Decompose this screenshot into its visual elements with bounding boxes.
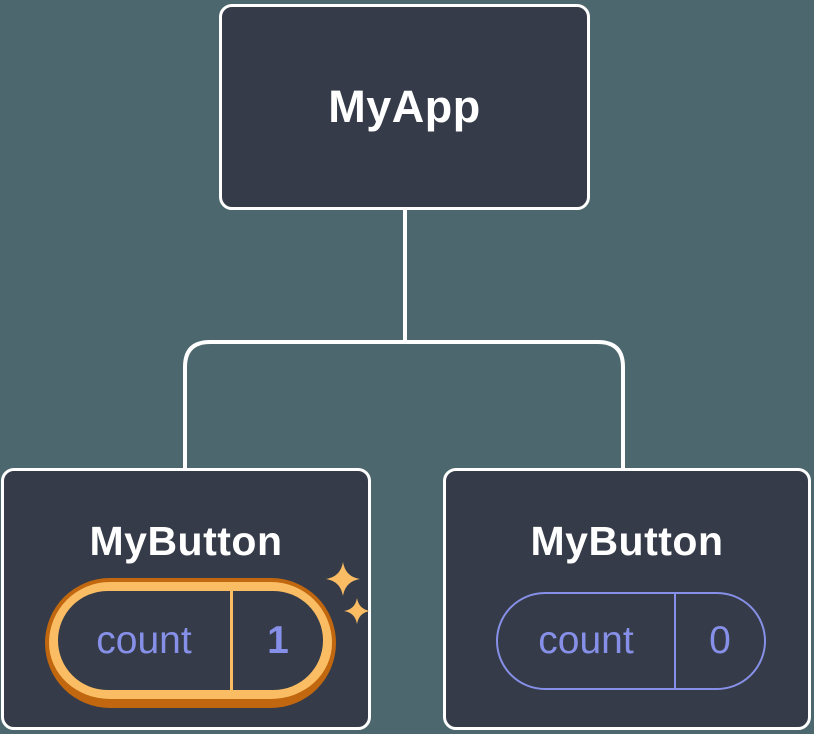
state-value: 1 [267, 618, 289, 662]
node-mybutton-active: MyButton count 1 [1, 468, 371, 730]
state-key: count [96, 618, 192, 662]
node-title: MyApp [328, 81, 481, 132]
node-myapp: MyApp [219, 4, 590, 210]
sparkles-icon [326, 562, 370, 624]
state-value-cell: 1 [230, 591, 323, 690]
node-title: MyButton [530, 518, 724, 564]
state-key-cell: count [498, 594, 674, 688]
state-key-cell: count [58, 591, 230, 690]
state-pill: count 0 [496, 592, 766, 690]
state-value-cell: 0 [674, 594, 764, 688]
node-mybutton: MyButton count 0 [443, 468, 811, 730]
node-title: MyButton [89, 518, 283, 564]
state-key: count [538, 619, 634, 662]
state-pill-highlighted: count 1 [45, 578, 336, 708]
state-pill-inner: count 1 [58, 591, 323, 690]
state-value: 0 [709, 619, 731, 662]
